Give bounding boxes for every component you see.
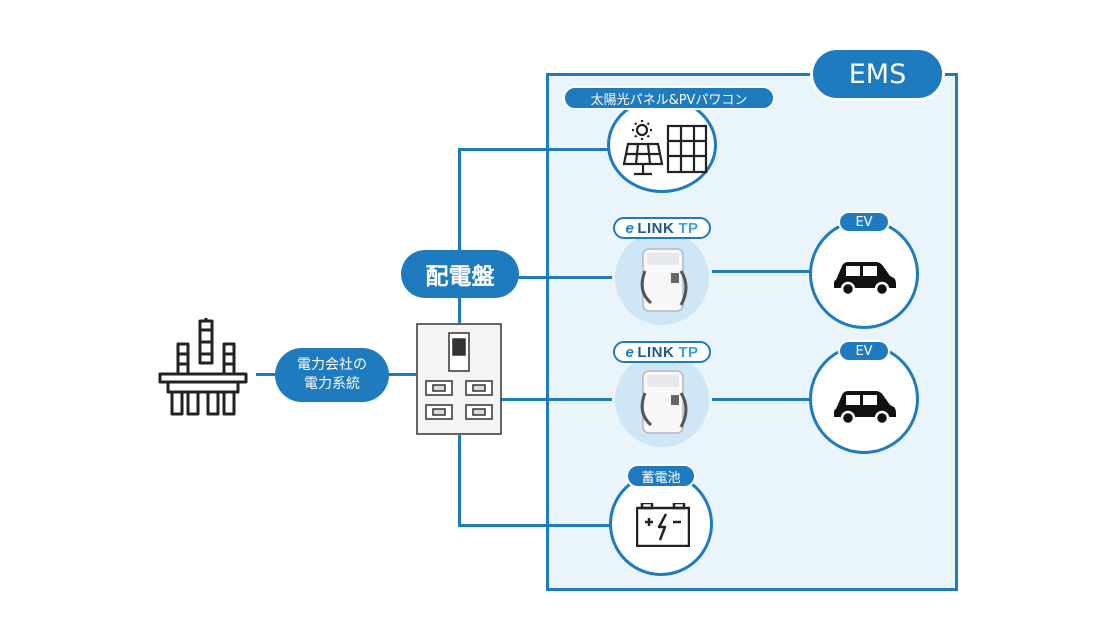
distribution-board-label: 配電盤 <box>401 250 519 298</box>
car-icon <box>832 387 898 427</box>
ev-node-2 <box>809 344 919 454</box>
charger-brand-main: LINK <box>637 343 675 361</box>
line-charger-2-to-ev <box>712 398 812 401</box>
ev-charger-icon <box>635 367 695 439</box>
line-to-charger-2 <box>500 398 612 401</box>
line-charger-1-to-ev <box>712 270 812 273</box>
battery-label: 蓄電池 <box>626 464 696 488</box>
battery-node <box>609 472 713 576</box>
line-board-vertical-down <box>458 435 461 527</box>
solar-label: 太陽光パネル&PVパワコン <box>563 86 775 110</box>
breaker-panel-icon <box>416 323 502 435</box>
ems-label: EMS <box>810 47 945 101</box>
charger-brand-suffix: TP <box>678 343 699 361</box>
charger-brand-prefix: e <box>625 219 635 237</box>
grid-label-line2: 電力系統 <box>304 376 360 392</box>
solar-node <box>607 97 717 193</box>
line-to-battery <box>458 524 610 527</box>
charger-node-2 <box>612 350 712 450</box>
ev-charger-icon <box>635 245 695 317</box>
charger-node-1 <box>612 228 712 328</box>
car-icon <box>832 258 898 298</box>
charger-brand-prefix: e <box>625 343 635 361</box>
battery-icon <box>636 503 690 547</box>
grid-label: 電力会社の 電力系統 <box>275 348 389 402</box>
grid-label-line1: 電力会社の <box>297 357 367 373</box>
ev-node-1 <box>809 219 919 329</box>
ev-label-2: EV <box>838 340 890 362</box>
line-to-solar <box>458 148 610 151</box>
power-plant-icon <box>156 318 250 418</box>
ev-label-1: EV <box>838 211 890 233</box>
charger-brand-2: e LINK TP <box>613 341 711 363</box>
solar-panel-icon <box>618 120 710 178</box>
charger-brand-main: LINK <box>637 219 675 237</box>
line-to-charger-1 <box>500 276 612 279</box>
charger-brand-1: e LINK TP <box>613 217 711 239</box>
line-board-vertical-up <box>458 148 461 323</box>
charger-brand-suffix: TP <box>678 219 699 237</box>
